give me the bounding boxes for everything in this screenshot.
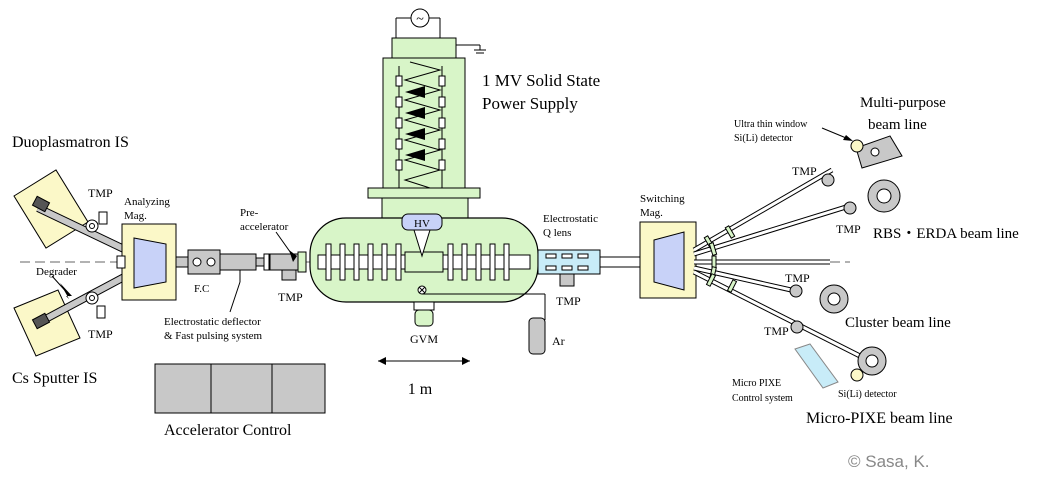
tmp-label-micropixe: TMP [764,324,789,338]
deflector-label-1: Electrostatic deflector [164,316,261,328]
micropixe-control-box [794,343,839,389]
sili-detector [850,368,864,382]
micropixe-beamline: TMP Micro PIXE Control system Si(Li) det… [732,320,953,427]
ac-source-symbol: ~ [416,12,424,27]
multipurpose-label-2: beam line [868,117,927,133]
ps-diodes [405,86,425,161]
ar-label: Ar [552,334,565,348]
duoplasmatron-box [13,169,89,249]
hv-terminal [404,251,444,273]
duoplasmatron-label: Duoplasmatron IS [12,134,129,151]
micropixe-ctrl-label-2: Control system [732,393,793,404]
tmp-pump-micropixe [790,320,804,334]
sili-label: Si(Li) detector [838,389,897,400]
accelerator-tank: HV Ar GVM [309,213,565,355]
multipurpose-beamline: Ultra thin window Si(Li) detector Multi-… [734,95,946,187]
ultra-label-1: Ultra thin window [734,119,808,130]
switching-magnet-pole [653,231,685,291]
switching-magnet: Switching Mag. [639,193,697,299]
cs-sputter-source: Degrader TMP Cs Sputter IS [12,266,128,387]
analyzing-magnet-pole [133,237,167,289]
low-energy-beamline: F.C Electrostatic deflector & Fast pulsi… [164,207,307,342]
scale-bar: 1 m [378,357,470,398]
degrader-label: Degrader [36,266,77,278]
beamline-flanges [703,225,738,293]
micropixe-label: Micro-PIXE beam line [806,410,953,427]
analyzing-magnet: Analyzing Mag. [116,196,177,301]
cluster-label: Cluster beam line [845,315,951,331]
switching-label-1: Switching [640,193,685,205]
power-supply-label-2: Power Supply [482,94,578,113]
accelerator-control: Accelerator Control [154,363,326,439]
control-console [154,363,326,414]
analyzing-label-1: Analyzing [124,196,170,208]
duoplasmatron-source: Duoplasmatron IS TMP [12,134,129,254]
tmp-pump-cluster [789,284,803,298]
rbs-label: RBS・ERDA beam line [873,226,1019,242]
tmp-label-mp: TMP [792,164,817,178]
power-supply-label-1: 1 MV Solid State [482,71,600,90]
tmp-label-preacc: TMP [278,290,303,304]
ps-column [382,57,466,189]
gvm-port [413,301,435,311]
electrostatic-q-lens: Electrostatic Q lens TMP [537,213,641,308]
ps-transformer [391,37,457,59]
rbs-erda-beamline: TMP RBS・ERDA beam line [836,179,1019,242]
switching-label-2: Mag. [640,207,663,219]
deflector [219,253,257,271]
scale-label: 1 m [408,381,433,398]
tmp-label-esq: TMP [556,294,581,308]
tmp-label-rbs: TMP [836,222,861,236]
esq-label-2: Q lens [543,227,571,239]
tmp-label-duo: TMP [88,186,113,200]
preacc-label-2: accelerator [240,221,289,233]
fc-label: F.C [194,283,209,295]
hv-cone [413,229,431,258]
ultra-label-2: Si(Li) detector [734,133,793,144]
analyzing-label-2: Mag. [124,210,147,222]
hv-label: HV [414,218,430,230]
tmp-pump-mp [821,173,835,187]
cluster-beamline: TMP Cluster beam line [785,271,951,331]
micropixe-ctrl-label-1: Micro PIXE [732,378,781,389]
copyright: © Sasa, K. [848,452,930,471]
tube-electrodes [325,243,510,281]
tmp-pump-rbs [843,201,857,215]
ar-bottle [528,317,546,355]
ps-flange [367,187,481,199]
gvm-label: GVM [410,332,438,346]
power-supply: ~ 1 MV Solid State Power Supply [367,8,600,223]
accelerator-control-label: Accelerator Control [164,422,292,439]
gvm [414,309,434,327]
esq-label-1: Electrostatic [543,213,598,225]
preacc-label-1: Pre- [240,207,259,219]
deflector-label-2: & Fast pulsing system [164,330,263,342]
ultra-thin-detector [850,139,864,153]
multipurpose-label-1: Multi-purpose [860,95,946,111]
tmp-label-cs: TMP [88,327,113,341]
cs-sputter-label: Cs Sputter IS [12,370,97,387]
tmp-label-cluster: TMP [785,271,810,285]
ps-stages [395,75,446,171]
